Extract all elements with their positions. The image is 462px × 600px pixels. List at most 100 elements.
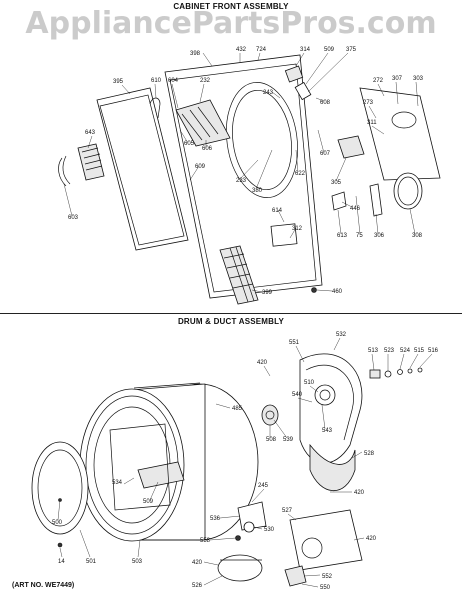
section-divider xyxy=(0,313,462,314)
door-switch xyxy=(284,65,304,83)
door-latch xyxy=(149,97,161,119)
part-number: 420 xyxy=(354,490,365,496)
part-number: 534 xyxy=(112,480,123,486)
part-number: 609 xyxy=(195,164,206,170)
part-number: 314 xyxy=(300,47,311,53)
part-number: 395 xyxy=(113,79,124,85)
front-panel-border xyxy=(99,94,185,246)
drum-section-title: DRUM & DUCT ASSEMBLY xyxy=(177,317,285,326)
part-number: 305 xyxy=(331,180,342,186)
part-number: 610 xyxy=(151,78,162,84)
part-number: 272 xyxy=(373,78,384,84)
part-number: 536 xyxy=(210,516,221,522)
lint-grille xyxy=(77,143,105,181)
roller-bracket xyxy=(237,501,267,531)
retaining-clip xyxy=(369,183,383,217)
leveling-foot xyxy=(311,287,317,293)
part-number: 526 xyxy=(192,583,203,589)
exhaust-duct xyxy=(289,509,363,571)
part-number: 312 xyxy=(292,226,303,232)
motor-pulley xyxy=(235,535,241,541)
duct-bracket xyxy=(359,87,441,181)
motor-switch xyxy=(284,565,307,587)
part-number: 603 xyxy=(68,215,79,221)
part-number: 550 xyxy=(320,585,331,591)
cabinet-section-title: CABINET FRONT ASSEMBLY xyxy=(173,2,289,11)
part-number: 446 xyxy=(350,206,361,212)
part-number: 513 xyxy=(368,348,379,354)
roller-wheel xyxy=(243,521,255,533)
part-number: 306 xyxy=(374,233,385,239)
front-panel xyxy=(96,87,189,251)
part-number: 552 xyxy=(322,574,333,580)
part-number: 558 xyxy=(200,538,211,544)
door-handle xyxy=(58,157,67,187)
part-number: 724 xyxy=(256,47,267,53)
part-number: 243 xyxy=(263,90,274,96)
drum-duct-assembly xyxy=(31,353,423,587)
mount-bracket xyxy=(331,191,347,211)
lint-duct xyxy=(309,443,356,492)
part-number: 523 xyxy=(384,348,395,354)
relay-module xyxy=(337,135,365,159)
part-number: 303 xyxy=(413,76,424,82)
part-number: 532 xyxy=(336,332,347,338)
part-number: 510 xyxy=(304,380,315,386)
door-opening xyxy=(226,82,298,198)
art-number: (ART NO. WE7449) xyxy=(12,582,75,589)
bearing-housing xyxy=(314,384,336,406)
part-number: 432 xyxy=(236,47,247,53)
part-number: 399 xyxy=(262,290,273,296)
drum-opening xyxy=(109,423,171,511)
part-number: 307 xyxy=(392,76,403,82)
part-number: 516 xyxy=(428,348,439,354)
drum-leader-lines xyxy=(57,337,433,588)
part-number: 75 xyxy=(356,233,363,239)
part-number: 233 xyxy=(236,178,247,184)
drum-door xyxy=(31,441,89,535)
part-number: 606 xyxy=(202,146,213,152)
part-number: 515 xyxy=(414,348,425,354)
part-number: 273 xyxy=(363,100,374,106)
part-number: 508 xyxy=(266,437,277,443)
part-number: 543 xyxy=(322,428,333,434)
part-number: 551 xyxy=(289,340,300,346)
part-number: 485 xyxy=(232,406,243,412)
part-number: 528 xyxy=(364,451,375,457)
part-number: 232 xyxy=(200,78,211,84)
part-number: 539 xyxy=(283,437,294,443)
part-number: 245 xyxy=(258,483,269,489)
part-number: 643 xyxy=(85,130,96,136)
part-number: 14 xyxy=(58,559,65,565)
part-number: 530 xyxy=(264,527,275,533)
cabinet-part-labels: 398 432 724 314 509 375 395 610 604 232 … xyxy=(68,47,424,296)
thermostat xyxy=(369,369,381,379)
part-number: 311 xyxy=(367,120,377,126)
part-number: 420 xyxy=(366,536,377,542)
part-number: 500 xyxy=(52,520,63,526)
part-number: 622 xyxy=(295,171,306,177)
part-number: 605 xyxy=(184,141,195,147)
drum-part-labels: 551 532 513 523 524 515 516 420 510 540 … xyxy=(52,332,439,591)
motor xyxy=(217,554,263,582)
part-number: 503 xyxy=(132,559,143,565)
duct-seal xyxy=(393,172,423,210)
part-number: 527 xyxy=(282,508,293,514)
part-number: 501 xyxy=(86,559,97,565)
part-number: 308 xyxy=(412,233,423,239)
part-number: 375 xyxy=(346,47,357,53)
part-number: 460 xyxy=(332,289,343,295)
control-housing xyxy=(175,99,231,147)
part-number: 420 xyxy=(192,560,203,566)
part-number: 604 xyxy=(168,78,179,84)
switch-bracket xyxy=(294,81,312,101)
part-number: 613 xyxy=(337,233,348,239)
part-number: 509 xyxy=(324,47,335,53)
part-number: 380 xyxy=(252,188,263,194)
part-number: 398 xyxy=(190,51,201,57)
part-number: 524 xyxy=(400,348,411,354)
cabinet-leader-lines xyxy=(63,52,419,293)
duct-opening xyxy=(391,111,417,129)
part-number: 509 xyxy=(143,499,154,505)
